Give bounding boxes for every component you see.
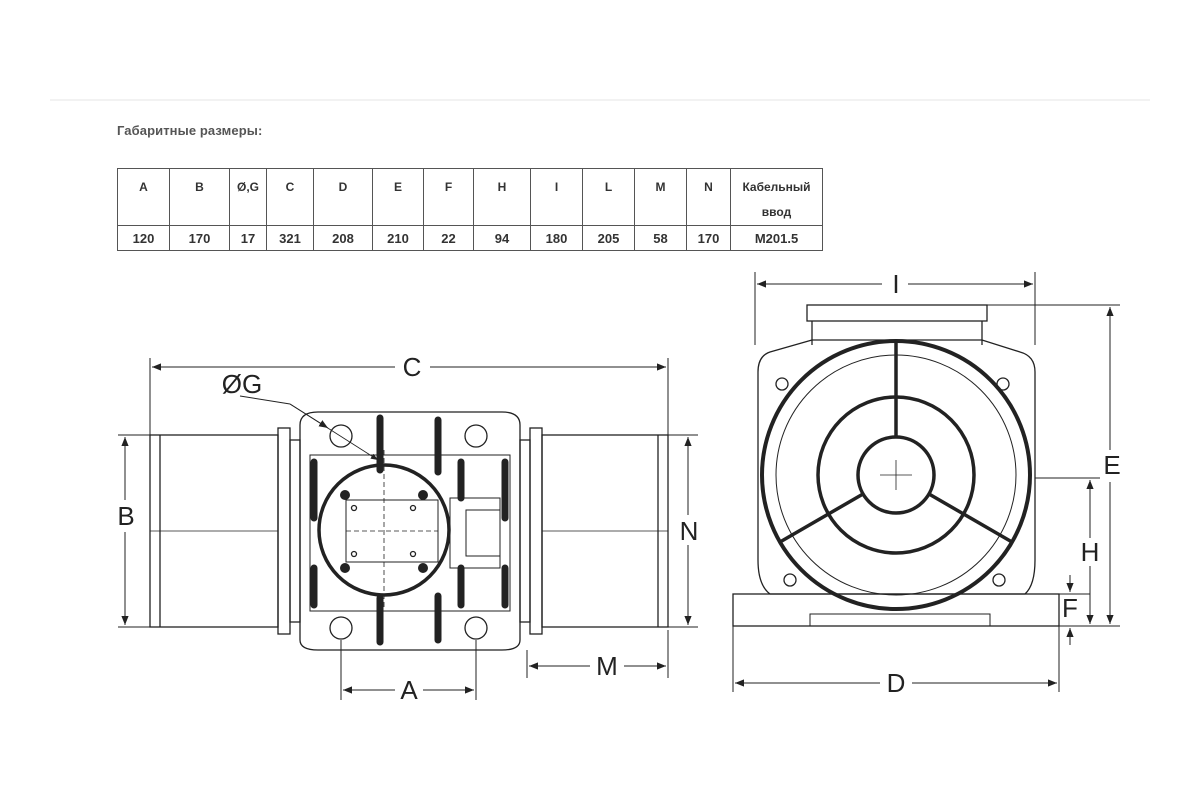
col-header-cable-entry: Кабельный ввод: [730, 168, 823, 226]
col-header-n: N: [686, 168, 731, 226]
top-divider: [50, 99, 1150, 101]
value-g: 17: [229, 225, 267, 251]
col-header-a: A: [117, 168, 170, 226]
label-n: N: [680, 516, 699, 546]
base-plate: [732, 593, 1060, 627]
col-header-b: B: [169, 168, 230, 226]
label-m: M: [596, 651, 618, 681]
value-m: 58: [634, 225, 687, 251]
label-h: H: [1081, 537, 1100, 567]
value-d: 208: [313, 225, 373, 251]
front-view: [732, 304, 1060, 627]
outer-ring: [760, 339, 1032, 611]
value-i: 180: [530, 225, 583, 251]
table-header-row: A B Ø,G C D E F H I L M N Кабельный ввод: [117, 168, 823, 226]
value-f: 22: [423, 225, 474, 251]
value-c: 321: [266, 225, 314, 251]
side-view-dimensions: [118, 358, 698, 700]
label-c: C: [403, 352, 422, 382]
label-f: F: [1062, 593, 1078, 623]
col-header-c: C: [266, 168, 314, 226]
value-a: 120: [117, 225, 170, 251]
value-n: 170: [686, 225, 731, 251]
col-header-m: M: [634, 168, 687, 226]
label-d: D: [887, 668, 906, 698]
table-values-row: 120 170 17 321 208 210 22 94 180 205 58 …: [117, 225, 823, 251]
central-housing: [299, 411, 521, 651]
label-e: E: [1103, 450, 1120, 480]
value-cable-entry: M201.5: [730, 225, 823, 251]
col-header-d: D: [313, 168, 373, 226]
side-view: [149, 411, 669, 651]
label-i: I: [892, 269, 899, 299]
value-l: 205: [582, 225, 635, 251]
value-h: 94: [473, 225, 531, 251]
col-header-e: E: [372, 168, 424, 226]
label-b: B: [117, 501, 134, 531]
label-g: ØG: [222, 369, 262, 399]
value-b: 170: [169, 225, 230, 251]
dimension-labels: C ØG B N A M I E H F D: [117, 269, 1120, 705]
col-header-l: L: [582, 168, 635, 226]
label-a: A: [400, 675, 418, 705]
col-header-g: Ø,G: [229, 168, 267, 226]
col-header-h: H: [473, 168, 531, 226]
col-header-i: I: [530, 168, 583, 226]
section-heading: Габаритные размеры:: [117, 123, 263, 138]
dimensions-table: A B Ø,G C D E F H I L M N Кабельный ввод…: [117, 168, 823, 251]
value-e: 210: [372, 225, 424, 251]
col-header-f: F: [423, 168, 474, 226]
front-view-dimensions: [732, 272, 1120, 692]
